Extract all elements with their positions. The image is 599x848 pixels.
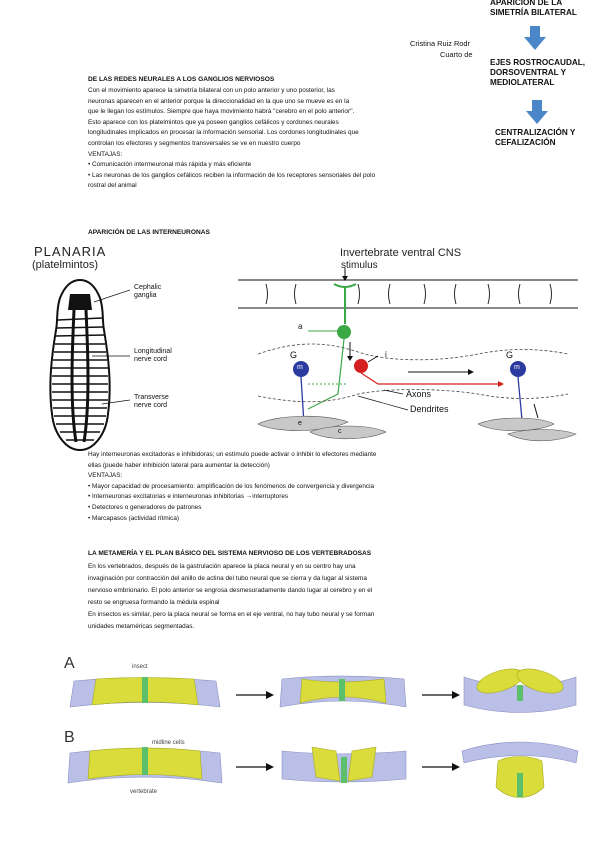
course-line: Cuarto de: [440, 50, 473, 59]
insect-plate-stage3: [463, 668, 577, 713]
cns-label-m-left: m: [297, 364, 303, 371]
cns-label-m-right: m: [514, 364, 520, 371]
cns-title: Invertebrate ventral CNS: [340, 247, 462, 259]
vertebrate-plate-stage1: [67, 747, 223, 784]
insect-plate-stage1: [69, 677, 221, 708]
cns-label-axons: Axons: [406, 389, 432, 399]
figure-label-midline: midline cells: [152, 740, 185, 746]
neural-plate-figure: A insect B midline cells vertebrate: [60, 655, 580, 805]
arrow-down-icon: [524, 26, 546, 50]
cns-label-c: c: [338, 428, 342, 435]
flow-step-bilateral: APARICIÓN DE LA SIMETRÍA BILATERAL: [490, 0, 577, 17]
section-heading-neural-nets: DE LAS REDES NEURALES A LOS GANGLIOS NER…: [88, 76, 275, 83]
vertebrate-plate-stage3: [461, 741, 579, 798]
arrow-down-icon: [526, 100, 548, 124]
section-heading-interneurons: APARICIÓN DE LAS INTERNEURONAS: [88, 229, 210, 236]
figure-label-vertebrate: vertebrate: [130, 789, 158, 795]
cns-figure: Invertebrate ventral CNS stimulus a i G …: [238, 244, 578, 449]
cns-label-g-right: G: [506, 350, 514, 360]
cns-label-g-left: G: [290, 350, 298, 360]
planaria-label-cephalic: Cephalic ganglia: [134, 284, 162, 299]
vertebrate-plate-stage2: [281, 746, 407, 783]
planaria-label-longitudinal: Longitudinal nerve cord: [134, 348, 172, 363]
flow-step-axes: EJES ROSTROCAUDAL, DORSOVENTRAL Y MEDIOL…: [490, 58, 586, 87]
figure-label-b: B: [64, 729, 75, 746]
planaria-title: PLANARIA: [34, 244, 107, 259]
cns-label-a: a: [298, 322, 303, 331]
section-body-neural-nets: Con el movimiento aparece la simetría bi…: [88, 87, 376, 190]
cns-stimulus-label: stimulus: [341, 260, 378, 271]
author-name: Cristina Ruiz Rodr: [410, 39, 470, 48]
cns-label-i: i: [385, 350, 387, 359]
section-heading-metameria: LA METAMERÍA Y EL PLAN BÁSICO DEL SISTEM…: [88, 550, 372, 557]
section-body-interneurons: Hay interneuronas excitadoras e inhibido…: [88, 451, 377, 522]
planaria-subtitle: (platelmintos): [32, 259, 99, 271]
figure-label-a: A: [64, 655, 75, 672]
planaria-label-transverse: Transverse nerve cord: [134, 394, 169, 409]
cns-drawing: [238, 268, 578, 442]
neural-plate-drawing: [67, 668, 579, 798]
planaria-figure: PLANARIA (platelmintos) Cephalic ganglia…: [30, 244, 230, 454]
section-body-metameria: En los vertebrados, después de la gastru…: [88, 563, 375, 630]
cns-label-e: e: [298, 420, 302, 427]
insect-plate-stage2: [279, 675, 407, 708]
figure-label-insect: insect: [132, 664, 148, 670]
planaria-body-drawing: [49, 278, 131, 452]
cns-label-dendrites: Dendrites: [410, 404, 449, 414]
flow-step-centralization: CENTRALIZACIÓN Y CEFALIZACIÓN: [495, 128, 576, 147]
